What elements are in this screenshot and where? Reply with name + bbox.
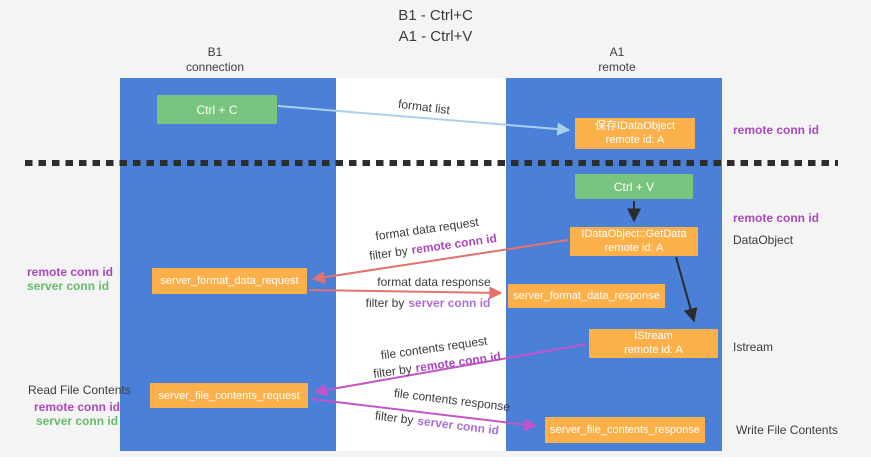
server-file-contents-request-box: server_file_contents_request (150, 383, 308, 408)
left-server-conn-id-label-2: server conn id (36, 414, 119, 428)
server-file-contents-request-label: server_file_contents_request (158, 389, 300, 402)
column-header-a1: A1 remote (557, 45, 677, 75)
server-format-data-request-label: server_format_data_request (160, 275, 299, 287)
ctrl-c-box: Ctrl + C (157, 95, 277, 124)
save-idataobject-line2: remote id: A (605, 133, 665, 146)
column-a1-name: A1 (609, 45, 625, 59)
column-header-b1: B1 connection (155, 45, 275, 75)
filter-by-text: filter by (365, 296, 405, 310)
server-format-data-response-box: server_format_data_response (508, 284, 665, 308)
istream-side-label: Istream (733, 340, 774, 354)
ctrl-c-label: Ctrl + C (196, 102, 238, 117)
getdata-line2: remote id: A (604, 241, 664, 254)
idataobject-getdata-box: IDataObject::GetData remote id: A (570, 227, 698, 256)
save-idataobject-box: 保存IDataObject remote id: A (575, 118, 695, 149)
istream-box: IStream remote id: A (589, 329, 718, 358)
server-conn-id-text: server conn id (408, 296, 491, 310)
getdata-line1: IDataObject::GetData (581, 228, 687, 240)
format-data-response-label: format data response (377, 275, 491, 289)
write-file-contents-label: Write File Contents (736, 423, 838, 437)
page-title: B1 - Ctrl+C A1 - Ctrl+V (0, 5, 871, 47)
title-line-2: A1 - Ctrl+V (398, 28, 473, 45)
istream-line2: remote id: A (624, 343, 683, 356)
server-format-data-response-label: server_format_data_response (513, 290, 660, 302)
left-server-conn-id-label-1: server conn id (27, 279, 110, 293)
column-a1-subtitle: remote (598, 60, 636, 74)
server-format-data-request-box: server_format_data_request (152, 268, 307, 294)
server-file-contents-response-label: server_file_contents_response (550, 424, 700, 436)
ctrl-v-box: Ctrl + V (575, 174, 693, 199)
right-remote-conn-id-label-2: remote conn id (733, 211, 820, 225)
istream-line1: IStream (634, 330, 673, 342)
dataobject-label: DataObject (733, 233, 794, 247)
filter-by-server-conn-id-label-1: filter by server conn id (366, 296, 491, 310)
title-line-1: B1 - Ctrl+C (398, 7, 473, 24)
right-remote-conn-id-label-1: remote conn id (733, 123, 820, 137)
column-b1-subtitle: connection (185, 60, 245, 74)
save-idataobject-line1: 保存IDataObject (594, 120, 676, 132)
server-file-contents-response-box: server_file_contents_response (545, 417, 705, 443)
bottom-strip (0, 457, 871, 467)
ctrl-v-label: Ctrl + V (613, 179, 655, 194)
left-remote-conn-id-label-1: remote conn id (27, 265, 114, 279)
left-remote-conn-id-label-2: remote conn id (34, 400, 121, 414)
column-b1-name: B1 (207, 45, 223, 59)
read-file-contents-label: Read File Contents (28, 383, 131, 397)
